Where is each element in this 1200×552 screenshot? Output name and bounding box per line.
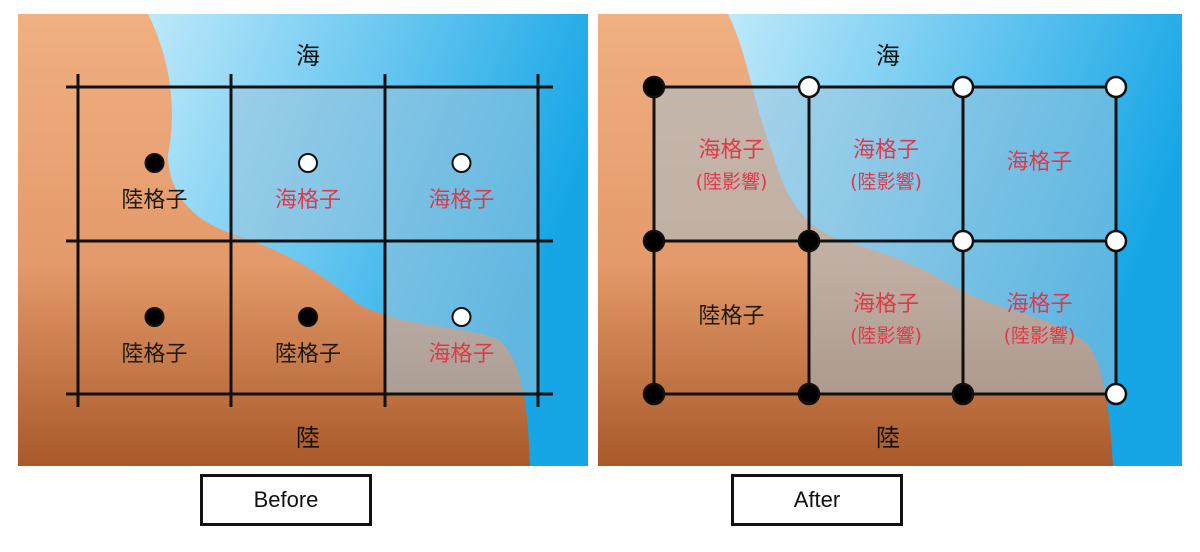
before-label: Before — [253, 487, 319, 512]
land-point-marker — [642, 229, 666, 253]
land-influence-label: (陸影響) — [850, 171, 922, 193]
sea-cell-label: 海格子 — [698, 138, 764, 163]
land-cell-label: 陸格子 — [698, 304, 764, 329]
sea-point-marker — [451, 307, 472, 327]
sea-point-marker — [951, 229, 975, 253]
sea-cell-label: 海格子 — [428, 342, 494, 367]
land-point-marker — [642, 75, 666, 99]
sea-cell-label: 海格子 — [1006, 150, 1072, 175]
after-label: After — [793, 487, 841, 512]
before-panel: 陸格子海格子海格子陸格子陸格子海格子海陸 — [18, 14, 588, 466]
sea-point-marker — [451, 153, 472, 173]
land-point-marker — [642, 382, 666, 406]
land-region-label: 陸 — [876, 424, 900, 452]
after-label-box: After — [731, 474, 903, 526]
sea-cell-label: 海格子 — [853, 138, 919, 163]
sea-region-label: 海 — [296, 42, 320, 70]
before-label-box: Before — [200, 474, 372, 526]
sea-cell-label: 海格子 — [428, 188, 494, 213]
sea-region-label: 海 — [876, 42, 900, 70]
sea-point-marker — [1104, 75, 1128, 99]
after-diagram: 海格子(陸影響)海格子(陸影響)海格子陸格子海格子(陸影響)海格子(陸影響)海陸 — [598, 14, 1182, 466]
land-point-marker — [144, 307, 165, 327]
land-cell-label: 陸格子 — [275, 342, 341, 367]
land-point-marker — [951, 382, 975, 406]
land-point-marker — [144, 153, 165, 173]
sea-cell-shade — [653, 86, 810, 242]
land-region-label: 陸 — [296, 424, 320, 452]
sea-point-marker — [298, 153, 318, 173]
sea-cell-shade — [808, 86, 964, 242]
land-influence-label: (陸影響) — [1004, 325, 1076, 347]
sea-cell-shade — [962, 86, 1117, 242]
sea-point-marker — [951, 75, 975, 99]
land-point-marker — [797, 229, 821, 253]
sea-cell-shade — [808, 240, 964, 395]
land-point-marker — [298, 307, 318, 327]
sea-cell-label: 海格子 — [1006, 292, 1072, 317]
land-cell-label: 陸格子 — [121, 342, 187, 367]
after-panel: 海格子(陸影響)海格子(陸影響)海格子陸格子海格子(陸影響)海格子(陸影響)海陸 — [598, 14, 1182, 466]
land-cell-label: 陸格子 — [121, 188, 187, 213]
sea-point-marker — [797, 75, 821, 99]
sea-cell-label: 海格子 — [275, 188, 341, 213]
sea-point-marker — [1104, 229, 1128, 253]
sea-cell-shade — [962, 240, 1117, 395]
land-influence-label: (陸影響) — [850, 325, 922, 347]
land-point-marker — [797, 382, 821, 406]
land-influence-label: (陸影響) — [696, 171, 768, 193]
before-diagram: 陸格子海格子海格子陸格子陸格子海格子海陸 — [18, 14, 588, 466]
sea-point-marker — [1104, 382, 1128, 406]
sea-cell-label: 海格子 — [853, 292, 919, 317]
